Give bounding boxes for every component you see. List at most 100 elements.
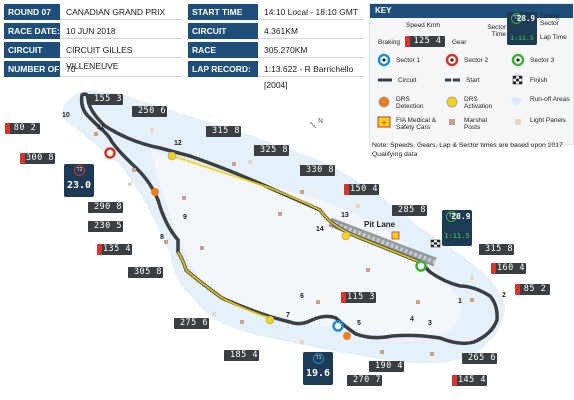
- speed-box: 115 3: [341, 292, 376, 303]
- speed-box: 190 4: [369, 361, 404, 372]
- turn-number: 14: [316, 226, 324, 233]
- speed-tab: [5, 123, 10, 134]
- finish-flag-icon: [512, 75, 523, 85]
- speed-tab: [491, 263, 496, 274]
- pit-lane-label: Pit Lane: [364, 220, 396, 229]
- speed-tab: [128, 267, 133, 278]
- sector3-marker-icon: [415, 260, 427, 272]
- drs-activation-marker-icon: [341, 231, 351, 241]
- light-panels: [128, 128, 474, 344]
- drs-detection-icon: [378, 96, 390, 108]
- speed-tab: [20, 153, 25, 164]
- key-sector-time: Sector Time: [487, 24, 506, 38]
- sector1-icon: [377, 53, 391, 67]
- speed-box: 270 7: [347, 375, 382, 386]
- info-label: LAP RECORD:: [188, 61, 258, 77]
- speed-box: 155 3: [88, 94, 123, 105]
- compass-north-arrow-icon: [309, 121, 317, 129]
- finish-flag-icon: [430, 239, 441, 248]
- key-finish: Finish: [530, 77, 548, 84]
- key-fia: FIA Medical & Safety Cars: [396, 117, 437, 131]
- info-label: START TIME: [188, 4, 258, 20]
- sector-timing-t3: T3 28.9 1:11.5: [442, 210, 472, 246]
- speed-tab: [174, 318, 179, 329]
- info-value: 305.270KM: [258, 42, 364, 58]
- light-panel-icon: [515, 119, 521, 125]
- speed-tab: [88, 202, 93, 213]
- info-value: CIRCUIT GILLES VILLENEUVE: [60, 42, 182, 71]
- key-sector1: Sector 1: [396, 57, 421, 64]
- speed-box: 150 4: [344, 184, 379, 195]
- speed-box: 285 8: [392, 205, 427, 216]
- info-label: RACE DATE:: [4, 23, 60, 39]
- speed-tab: [300, 165, 305, 176]
- speed-box: 290 8: [88, 202, 123, 213]
- key-symbols: +: [377, 53, 525, 128]
- speed-tab: [206, 126, 211, 137]
- speed-tab: [344, 184, 349, 195]
- drs-activation-marker-icon: [167, 151, 177, 161]
- speed-box: 135 4: [97, 244, 132, 255]
- speed-box: 250 6: [132, 106, 167, 117]
- info-value: CANADIAN GRAND PRIX: [60, 4, 182, 20]
- sector-time: 28.9: [451, 212, 471, 221]
- key-speed-sample: 125 4: [405, 36, 445, 47]
- drs-activation-marker-icon: [265, 315, 275, 325]
- speed-tab: [479, 244, 484, 255]
- key-gear: Gear: [452, 39, 467, 46]
- sector-time: 23.0: [66, 180, 92, 191]
- info-value: 4.361KM: [258, 23, 364, 39]
- speed-tab: [369, 361, 374, 372]
- turn-number: 8: [160, 234, 164, 241]
- fia-medical-icon: +: [377, 116, 391, 128]
- island-interior: [150, 150, 461, 337]
- key-sample-sector-time: 28.9: [516, 14, 536, 23]
- key-circuit: Circuit: [398, 77, 417, 84]
- turn-number: 3: [428, 320, 432, 327]
- pit-lane-road: [329, 220, 436, 264]
- info-value: 1:13.622 - R Barrichello [2004]: [258, 61, 364, 90]
- key-speed-kmh: Speed Kmh: [406, 22, 440, 29]
- key-sector2: Sector 2: [464, 57, 489, 64]
- speed-box: 325 8: [254, 145, 289, 156]
- sector-timing-t2: T2 23.0: [64, 164, 94, 197]
- marshal-posts: [94, 132, 474, 356]
- runoff-icon: [511, 97, 522, 105]
- sector-badge: T3: [511, 13, 522, 24]
- drs-activation-icon: [446, 96, 458, 108]
- turn-number: 11: [97, 124, 105, 131]
- key-sample-gear: 4: [435, 36, 442, 46]
- key-sample-speed: 125: [413, 36, 431, 46]
- start-icon: [445, 76, 460, 84]
- speed-tab: [88, 221, 93, 232]
- info-value: 14:10 Local - 18:10 GMT: [258, 4, 364, 20]
- turn-number: 12: [174, 140, 182, 147]
- speed-tab: [132, 106, 137, 117]
- speed-box: 265 6: [462, 353, 497, 364]
- svg-text:+: +: [382, 120, 386, 127]
- fia-medical-marker: [391, 231, 400, 240]
- speed-box: 300 8: [20, 153, 55, 164]
- key-braking: Braking: [378, 39, 401, 46]
- sector1-marker-icon: [332, 320, 344, 332]
- turn-number: 5: [357, 320, 361, 327]
- turn-number: 2: [502, 292, 506, 299]
- speed-box: 85 2: [515, 284, 550, 295]
- sector-badge: T3: [446, 211, 457, 222]
- key-timing-sector: Timing Sector: [540, 13, 560, 27]
- data-note: Note: Speeds, Gears, Lap & Sector times …: [372, 142, 563, 158]
- key-lap-time: Lap Time: [540, 34, 567, 41]
- key-timing-sample: T3 28.9 1:11.5: [507, 12, 537, 45]
- speed-tab: [254, 145, 259, 156]
- key-sample-lap-time: 1:11.5: [510, 34, 534, 42]
- turn-number: 10: [62, 112, 70, 119]
- drs-detection-marker-icon: [151, 188, 159, 196]
- compass-label: N: [318, 118, 324, 125]
- drs-zone-back: [177, 251, 271, 319]
- key-drs-activation: DRS Activation: [464, 96, 493, 110]
- key-runoff: Run-off Areas: [530, 96, 570, 103]
- speed-box: 185 4: [224, 350, 259, 361]
- key-start: Start: [466, 77, 480, 84]
- speed-tab: [347, 375, 352, 386]
